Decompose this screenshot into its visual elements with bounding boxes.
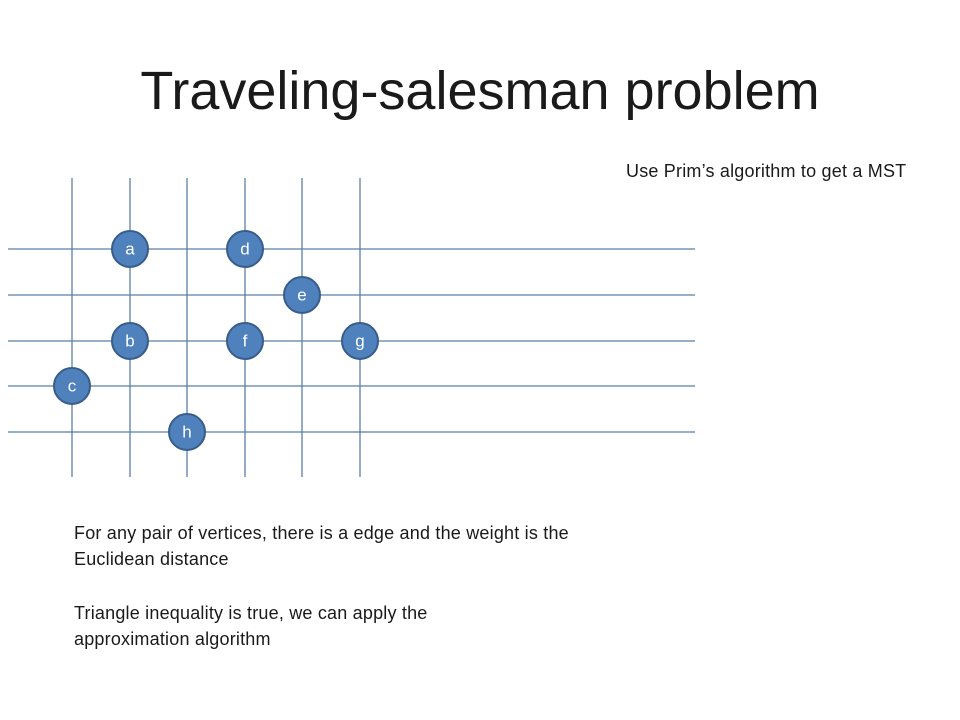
vertex-label: d: [240, 239, 249, 258]
vertex-circle: [341, 322, 379, 360]
vertex-label: e: [297, 285, 306, 304]
vertex-h: h: [168, 413, 206, 451]
vertex-g: g: [341, 322, 379, 360]
vertex-circle: [111, 322, 149, 360]
prim-note: Use Prim’s algorithm to get a MST: [626, 161, 907, 181]
vertex-c: c: [53, 367, 91, 405]
vertex-circle: [226, 322, 264, 360]
edge-weight-note: For any pair of vertices, there is a edg…: [74, 523, 569, 569]
vertex-circle: [168, 413, 206, 451]
vertex-d: d: [226, 230, 264, 268]
vertex-a: a: [111, 230, 149, 268]
slide-title: Traveling-salesman problem: [140, 61, 820, 121]
vertex-label: f: [243, 331, 248, 350]
vertex-f: f: [226, 322, 264, 360]
vertex-b: b: [111, 322, 149, 360]
vertex-circle: [111, 230, 149, 268]
vertex-circle: [53, 367, 91, 405]
vertex-circle: [283, 276, 321, 314]
vertex-circle: [226, 230, 264, 268]
vertex-label: c: [68, 376, 77, 395]
vertex-label: g: [355, 331, 364, 350]
triangle-inequality-note: Triangle inequality is true, we can appl…: [74, 603, 428, 649]
vertex-label: a: [125, 239, 135, 258]
vertex-e: e: [283, 276, 321, 314]
vertices: a d e b f g c h: [53, 230, 379, 451]
vertex-label: h: [182, 422, 191, 441]
vertex-label: b: [125, 331, 134, 350]
